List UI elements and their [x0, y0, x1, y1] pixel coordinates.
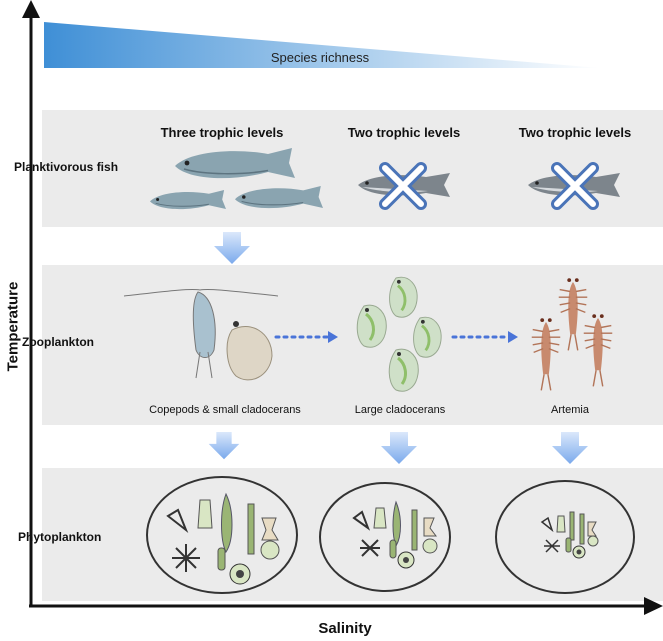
species-richness-gradient — [44, 22, 600, 68]
phytoplankton-community-1 — [146, 476, 298, 594]
arrow-zoo-to-phyto-2 — [381, 432, 417, 464]
zooplankton-caption-1: Copepods & small cladocerans — [149, 404, 301, 416]
large-cladoceran-illustration — [355, 275, 443, 393]
column-heading-2: Two trophic levels — [347, 125, 461, 140]
row-label-fish: Planktivorous fish — [14, 160, 119, 174]
row-label-zooplankton: Zooplankton — [22, 335, 94, 349]
arrow-fish-to-zooplankton — [214, 232, 250, 264]
x-axis — [29, 597, 663, 615]
phytoplankton-community-3 — [495, 480, 635, 594]
zooplankton-caption-3: Artemia — [551, 404, 589, 416]
arrow-zoo-to-phyto-1 — [208, 432, 240, 460]
absent-fish-middle — [358, 168, 450, 204]
column-heading-1: Three trophic levels — [160, 125, 284, 140]
phytoplankton-community-2 — [319, 482, 451, 592]
zooplankton-band — [42, 265, 663, 425]
small-cladoceran-illustration — [226, 321, 273, 381]
column-heading-3: Two trophic levels — [518, 125, 632, 140]
copepod-illustration — [123, 288, 279, 379]
row-label-phytoplankton: Phytoplankton — [18, 530, 102, 544]
planktivorous-fish-illustration — [149, 147, 324, 210]
artemia-illustration — [531, 277, 613, 392]
y-axis — [22, 0, 40, 606]
dotted-arrow-2 — [451, 331, 518, 343]
species-richness-label: Species richness — [270, 50, 370, 65]
zooplankton-caption-2: Large cladocerans — [354, 404, 446, 416]
x-axis-label: Salinity — [318, 620, 372, 637]
y-axis-label: Temperature — [4, 281, 22, 372]
absent-fish-right — [528, 168, 620, 204]
dotted-arrow-1 — [274, 331, 338, 343]
arrow-zoo-to-phyto-3 — [552, 432, 588, 464]
